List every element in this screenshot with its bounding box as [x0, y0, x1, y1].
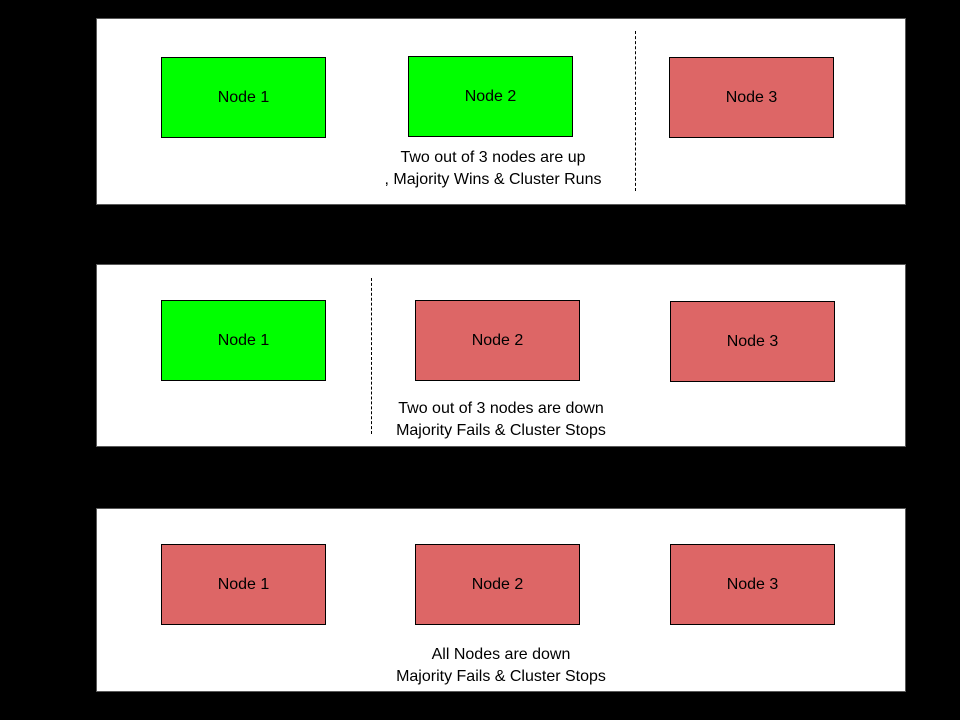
scenario-panel-all-down: Node 1 Node 2 Node 3 All Nodes are down … — [96, 508, 906, 692]
caption-line-1: Two out of 3 nodes are down — [398, 400, 604, 417]
node-label: Node 1 — [217, 88, 270, 106]
node-label: Node 1 — [217, 575, 270, 593]
node-label: Node 2 — [471, 575, 524, 593]
node-box-1: Node 1 — [161, 300, 326, 381]
caption-line-1: All Nodes are down — [431, 646, 571, 663]
quorum-divider-line — [635, 31, 636, 191]
node-label: Node 1 — [217, 331, 270, 349]
caption-line-2: Majority Fails & Cluster Stops — [396, 422, 606, 439]
node-label: Node 2 — [471, 331, 524, 349]
node-label: Node 3 — [726, 575, 779, 593]
scenario-panel-majority-down: Node 1 Node 2 Node 3 Two out of 3 nodes … — [96, 264, 906, 447]
node-box-1: Node 1 — [161, 544, 326, 625]
node-box-3: Node 3 — [669, 57, 834, 138]
node-box-3: Node 3 — [670, 301, 835, 382]
scenario-caption: All Nodes are down Majority Fails & Clus… — [97, 644, 905, 688]
caption-line-2: , Majority Wins & Cluster Runs — [384, 171, 602, 188]
caption-line-2: Majority Fails & Cluster Stops — [396, 668, 606, 685]
node-label: Node 3 — [725, 88, 778, 106]
scenario-caption: Two out of 3 nodes are down Majority Fai… — [97, 398, 905, 442]
node-label: Node 3 — [726, 332, 779, 350]
node-box-3: Node 3 — [670, 544, 835, 625]
node-box-2: Node 2 — [415, 300, 580, 381]
scenario-panel-majority-up: Node 1 Node 2 Node 3 Two out of 3 nodes … — [96, 18, 906, 205]
node-box-1: Node 1 — [161, 57, 326, 138]
quorum-divider-line — [371, 278, 372, 434]
node-box-2: Node 2 — [415, 544, 580, 625]
node-box-2: Node 2 — [408, 56, 573, 137]
node-label: Node 2 — [464, 87, 517, 105]
caption-line-1: Two out of 3 nodes are up — [400, 149, 586, 166]
scenario-caption: Two out of 3 nodes are up , Majority Win… — [97, 147, 889, 191]
